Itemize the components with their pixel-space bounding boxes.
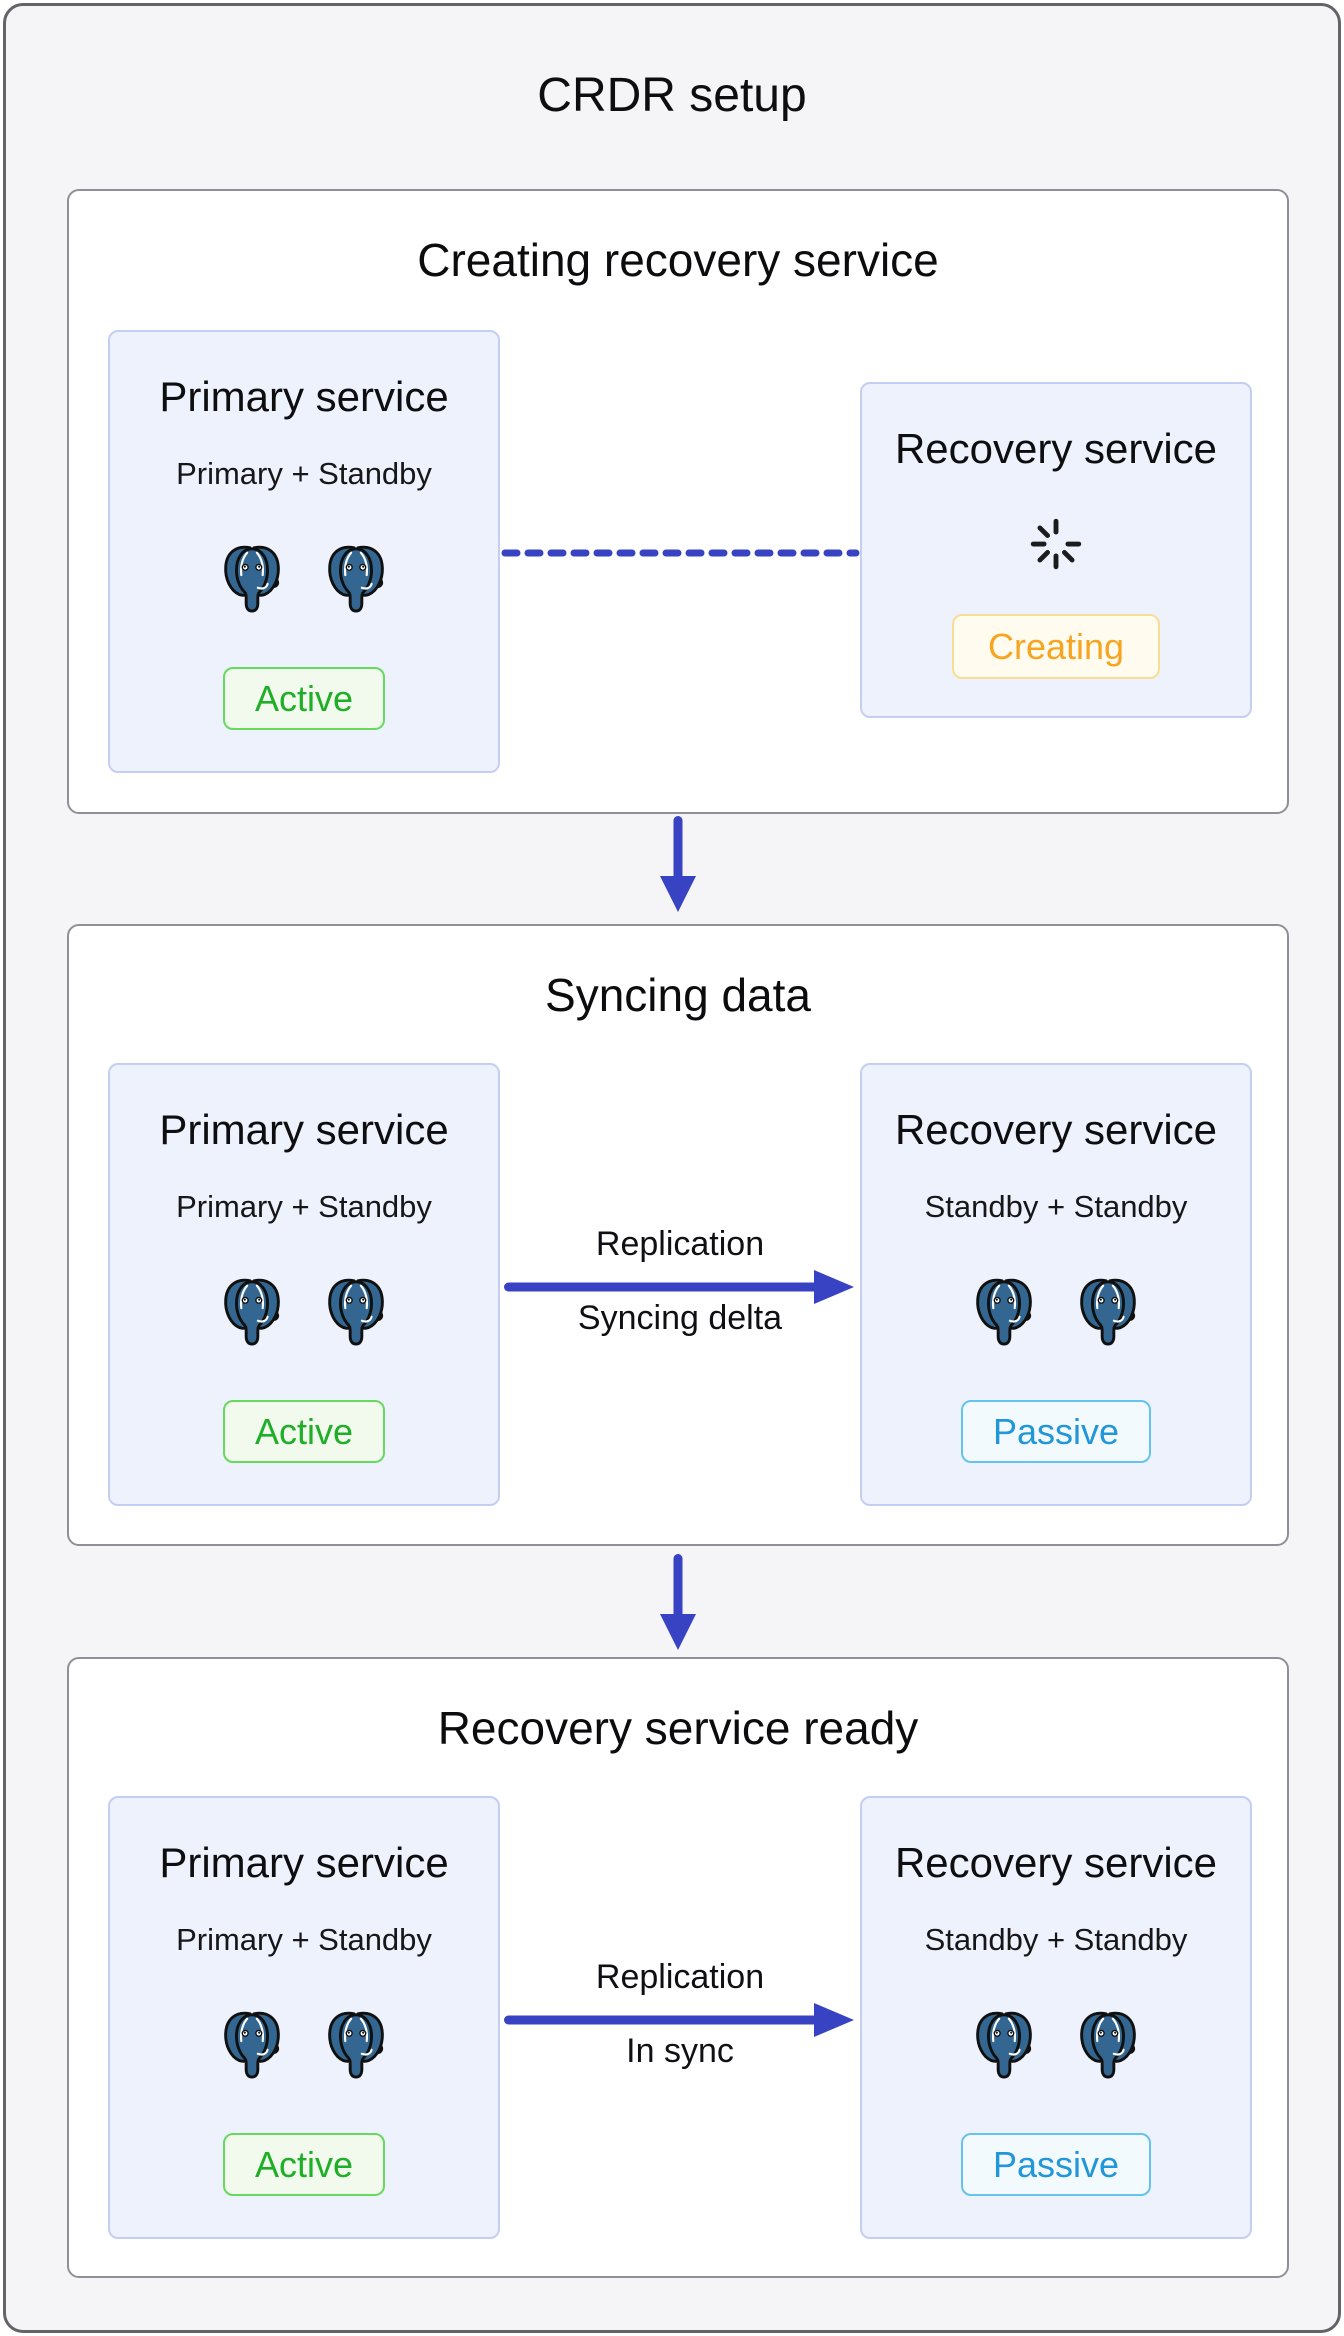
postgres-instances [220, 543, 388, 613]
status-badge-passive: Passive [960, 2132, 1152, 2196]
postgresql-elephant-icon [224, 545, 280, 613]
service-title: Recovery service [894, 1106, 1218, 1153]
stage-title: Creating recovery service [417, 234, 939, 286]
service-subtitle: Primary + Standby [176, 456, 432, 492]
sync-status-label: Syncing delta [577, 1299, 783, 1337]
service-subtitle: Primary + Standby [176, 1922, 432, 1958]
stage-title: Syncing data [545, 969, 811, 1021]
postgres-instances [220, 2009, 388, 2079]
status-badge-creating: Creating [951, 614, 1161, 680]
stage-panel-syncing-data: Syncing data Primary service Primary + S… [67, 924, 1289, 1546]
postgresql-elephant-icon [976, 2011, 1032, 2079]
down-arrow-icon [660, 1554, 696, 1650]
postgres-instances [220, 1276, 388, 1346]
postgresql-elephant-icon [328, 1278, 384, 1346]
postgres-instances [972, 2009, 1140, 2079]
recovery-service-card: Recovery service Standby + Standby Passi… [860, 1063, 1252, 1506]
page-title: CRDR setup [537, 69, 807, 122]
primary-service-card: Primary service Primary + Standby Active [108, 1063, 500, 1506]
service-title: Primary service [159, 373, 449, 420]
postgresql-elephant-icon [328, 2011, 384, 2079]
dashed-connection-line [501, 549, 860, 557]
down-arrow-icon [660, 816, 696, 912]
service-title: Recovery service [894, 1839, 1218, 1886]
sync-status-label: In sync [626, 2032, 734, 2070]
status-badge-passive: Passive [960, 1399, 1152, 1463]
status-badge-active: Active [222, 1399, 386, 1463]
primary-service-card: Primary service Primary + Standby Active [108, 330, 500, 773]
status-badge-active: Active [222, 2132, 386, 2196]
replication-label: Replication [595, 1225, 765, 1263]
postgres-instances [972, 1276, 1140, 1346]
recovery-service-card: Recovery service Creating [860, 382, 1252, 718]
postgresql-elephant-icon [224, 2011, 280, 2079]
postgresql-elephant-icon [1080, 1278, 1136, 1346]
stage-panel-creating-recovery-service: Creating recovery service Primary servic… [67, 189, 1289, 814]
postgresql-elephant-icon [976, 1278, 1032, 1346]
diagram-frame: CRDR setup Creating recovery service Pri… [3, 3, 1341, 2333]
primary-service-card: Primary service Primary + Standby Active [108, 1796, 500, 2239]
service-subtitle: Primary + Standby [176, 1189, 432, 1225]
recovery-service-card: Recovery service Standby + Standby Passi… [860, 1796, 1252, 2239]
service-subtitle: Standby + Standby [924, 1922, 1188, 1958]
service-title: Primary service [159, 1106, 449, 1153]
stage-panel-recovery-service-ready: Recovery service ready Primary service P… [67, 1657, 1289, 2278]
stage-title: Recovery service ready [437, 1702, 919, 1754]
service-title: Primary service [159, 1839, 449, 1886]
postgresql-elephant-icon [224, 1278, 280, 1346]
postgresql-elephant-icon [328, 545, 384, 613]
replication-label: Replication [595, 1958, 765, 1996]
service-title: Recovery service [894, 425, 1218, 472]
status-badge-active: Active [222, 666, 386, 730]
replication-connection: Replication Syncing delta [500, 1225, 860, 1355]
postgresql-elephant-icon [1080, 2011, 1136, 2079]
service-subtitle: Standby + Standby [924, 1189, 1188, 1225]
replication-connection: Replication In sync [500, 1958, 860, 2088]
loading-spinner-icon [1030, 518, 1082, 570]
